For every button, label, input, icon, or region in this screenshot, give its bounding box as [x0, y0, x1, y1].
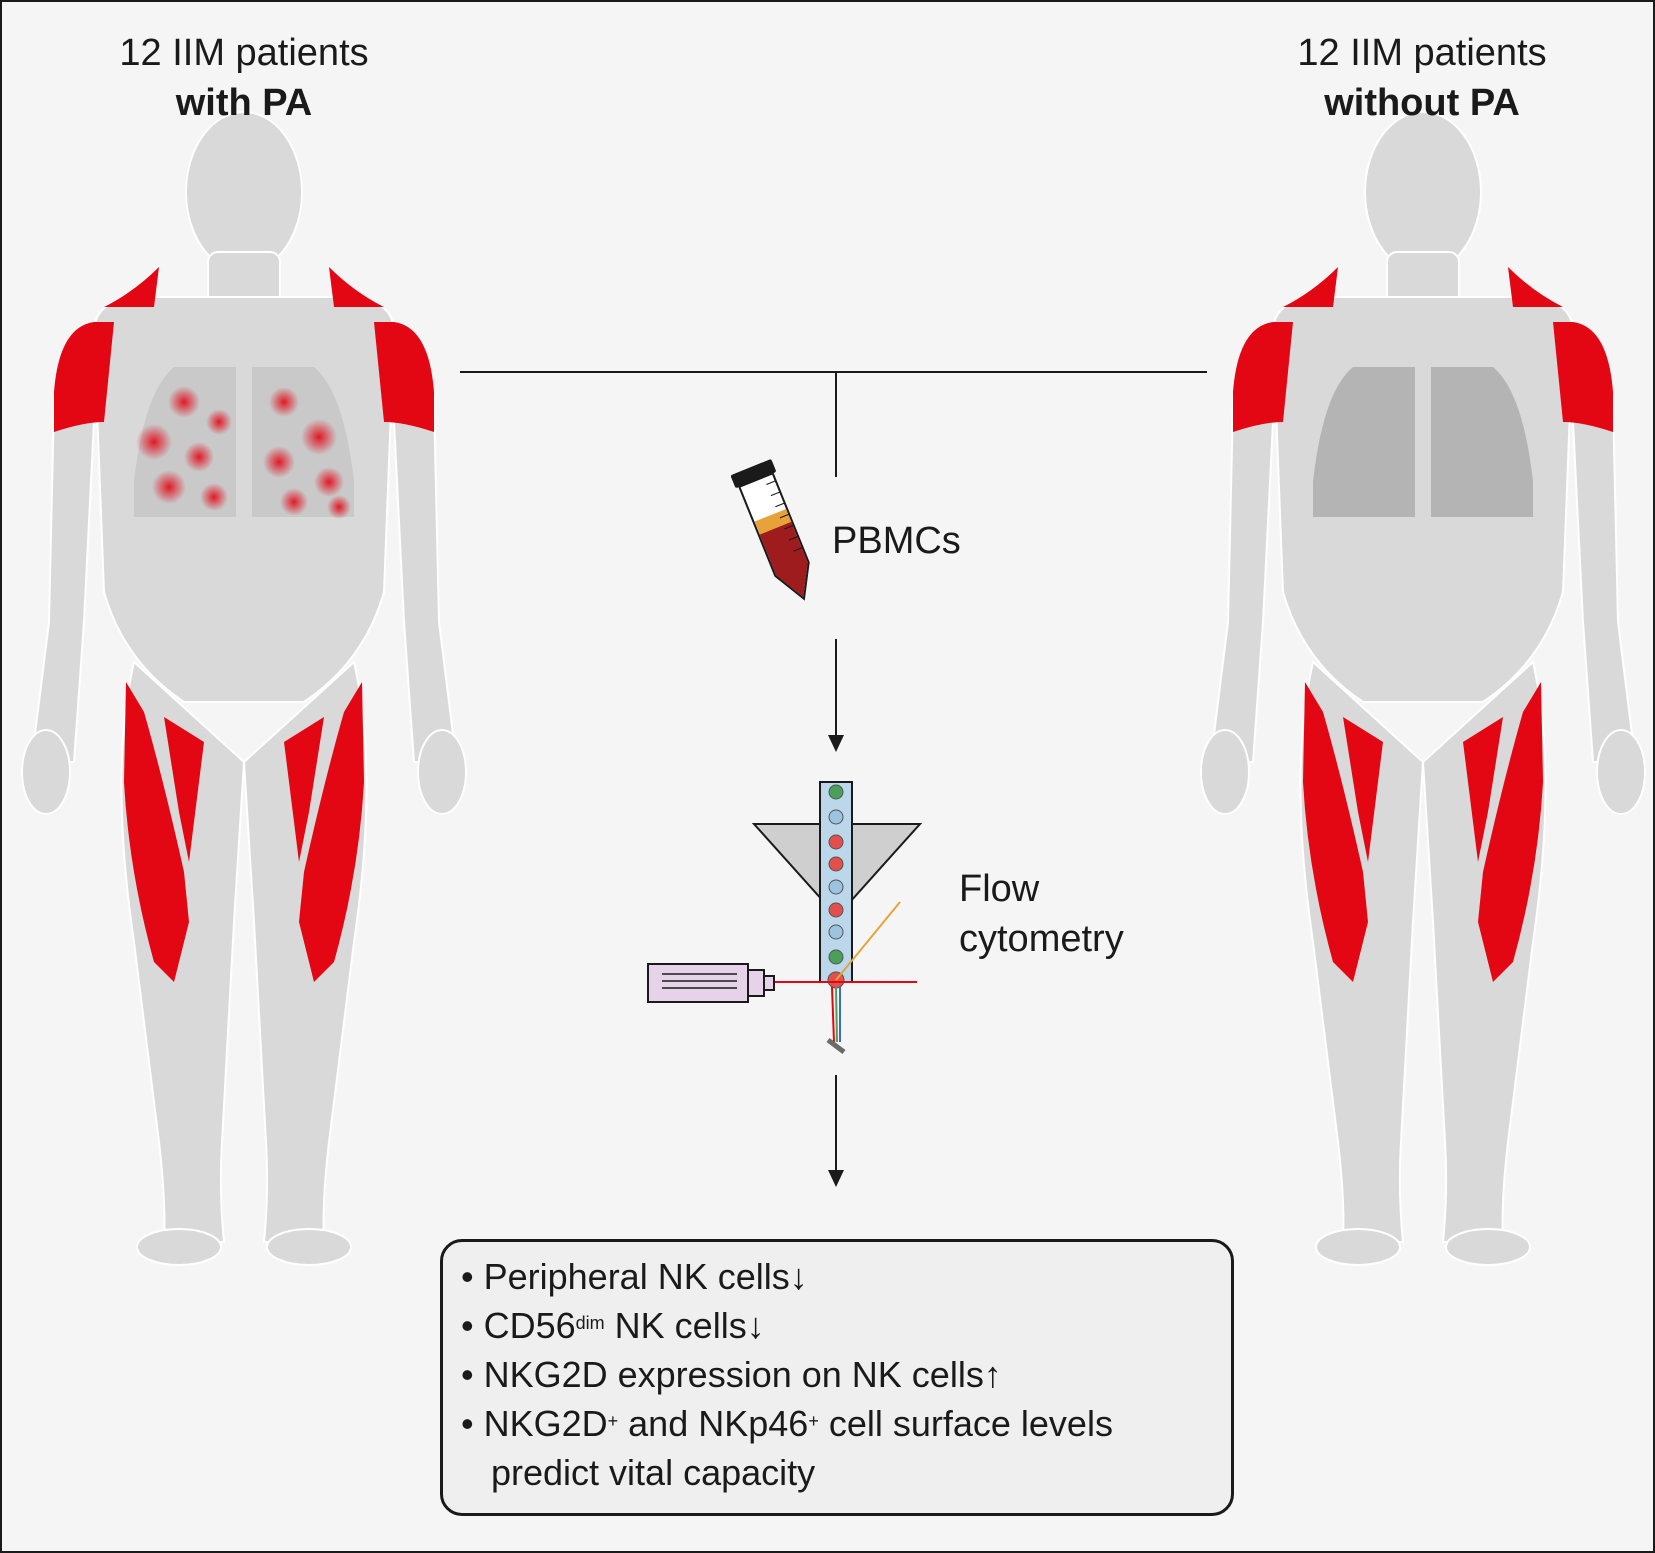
- finding-1: • Peripheral NK cells↓: [461, 1256, 808, 1297]
- header-without-pa-line1: 12 IIM patients: [1297, 32, 1547, 74]
- arrow-down-2: [828, 1075, 844, 1187]
- arrow-down-icon: ↓: [789, 1256, 808, 1297]
- finding-4-sup1: +: [607, 1411, 619, 1431]
- finding-2: • CD56dim NK cells↓: [461, 1305, 765, 1346]
- header-without-pa-line2: without PA: [1324, 82, 1520, 124]
- patient-figure-without-pa: [1200, 111, 1646, 1266]
- patient-figure-with-pa: [21, 111, 467, 1266]
- finding-4-sup2: +: [808, 1411, 819, 1431]
- header-with-pa: 12 IIM patients with PA: [94, 28, 394, 128]
- lungs-healthy: [1313, 367, 1533, 517]
- pbmc-tube-icon: [730, 459, 810, 601]
- header-with-pa-line2: with PA: [175, 82, 313, 124]
- finding-4-a: NKG2D: [483, 1403, 608, 1444]
- finding-4: • NKG2D+ and NKp46+ cell surface levels: [461, 1403, 1113, 1444]
- finding-4-line2: predict vital capacity: [491, 1452, 816, 1493]
- finding-4-c: cell surface levels: [818, 1403, 1113, 1444]
- finding-3-text: NKG2D expression on NK cells: [483, 1354, 984, 1395]
- finding-2-prefix: CD56: [483, 1305, 576, 1346]
- finding-2-sup: dim: [575, 1313, 605, 1333]
- flow-cytometer-icon: [647, 781, 923, 1054]
- arrow-down-icon: ↓: [746, 1305, 765, 1346]
- header-without-pa: 12 IIM patients without PA: [1272, 28, 1572, 128]
- flow-label-line2: cytometry: [959, 918, 1124, 960]
- pbmc-label: PBMCs: [832, 520, 961, 562]
- arrow-down-1: [828, 639, 844, 752]
- arrow-up-icon: ↑: [983, 1354, 1002, 1395]
- finding-4-b: and NKp46: [618, 1403, 809, 1444]
- lungs-inflamed: [134, 367, 354, 519]
- flow-cytometry-label: Flow cytometry: [959, 864, 1124, 964]
- finding-1-text: Peripheral NK cells: [483, 1256, 790, 1297]
- header-with-pa-line1: 12 IIM patients: [119, 32, 369, 74]
- findings-box: • Peripheral NK cells↓ • CD56dim NK cell…: [440, 1239, 1234, 1516]
- finding-3: • NKG2D expression on NK cells↑: [461, 1354, 1002, 1395]
- flow-label-line1: Flow: [959, 868, 1040, 910]
- finding-2-suffix: NK cells: [604, 1305, 747, 1346]
